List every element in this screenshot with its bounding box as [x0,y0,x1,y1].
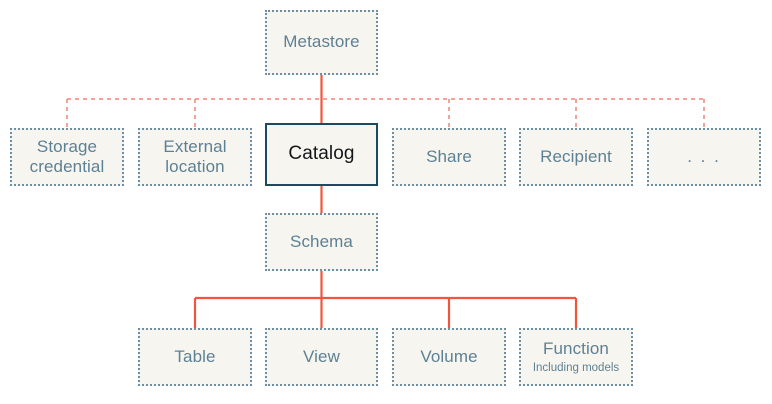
node-volume[interactable]: Volume [392,328,506,386]
node-schema[interactable]: Schema [265,213,378,271]
node-table-label: Table [174,346,216,366]
node-recipient-label: Recipient [540,146,612,166]
node-storage-credential-label: Storage credential [29,136,105,176]
node-external-location[interactable]: External location [138,128,252,186]
node-more-label: . . . [687,146,721,166]
node-recipient[interactable]: Recipient [519,128,633,186]
node-more[interactable]: . . . [647,128,761,186]
node-function[interactable]: Function Including models [519,328,633,386]
node-function-subtitle: Including models [532,361,620,374]
node-storage-credential[interactable]: Storage credential [10,128,124,186]
node-metastore-label: Metastore [283,32,360,52]
node-share-label: Share [426,146,472,166]
node-function-label: Function [542,339,609,359]
node-table[interactable]: Table [138,328,252,386]
node-view-label: View [303,346,340,366]
node-share[interactable]: Share [392,128,506,186]
node-external-location-label: External location [163,136,227,176]
node-catalog-label: Catalog [288,143,355,165]
node-volume-label: Volume [420,346,478,366]
node-schema-label: Schema [290,231,353,251]
node-metastore[interactable]: Metastore [265,10,378,75]
node-view[interactable]: View [265,328,378,386]
node-catalog[interactable]: Catalog [265,123,378,186]
